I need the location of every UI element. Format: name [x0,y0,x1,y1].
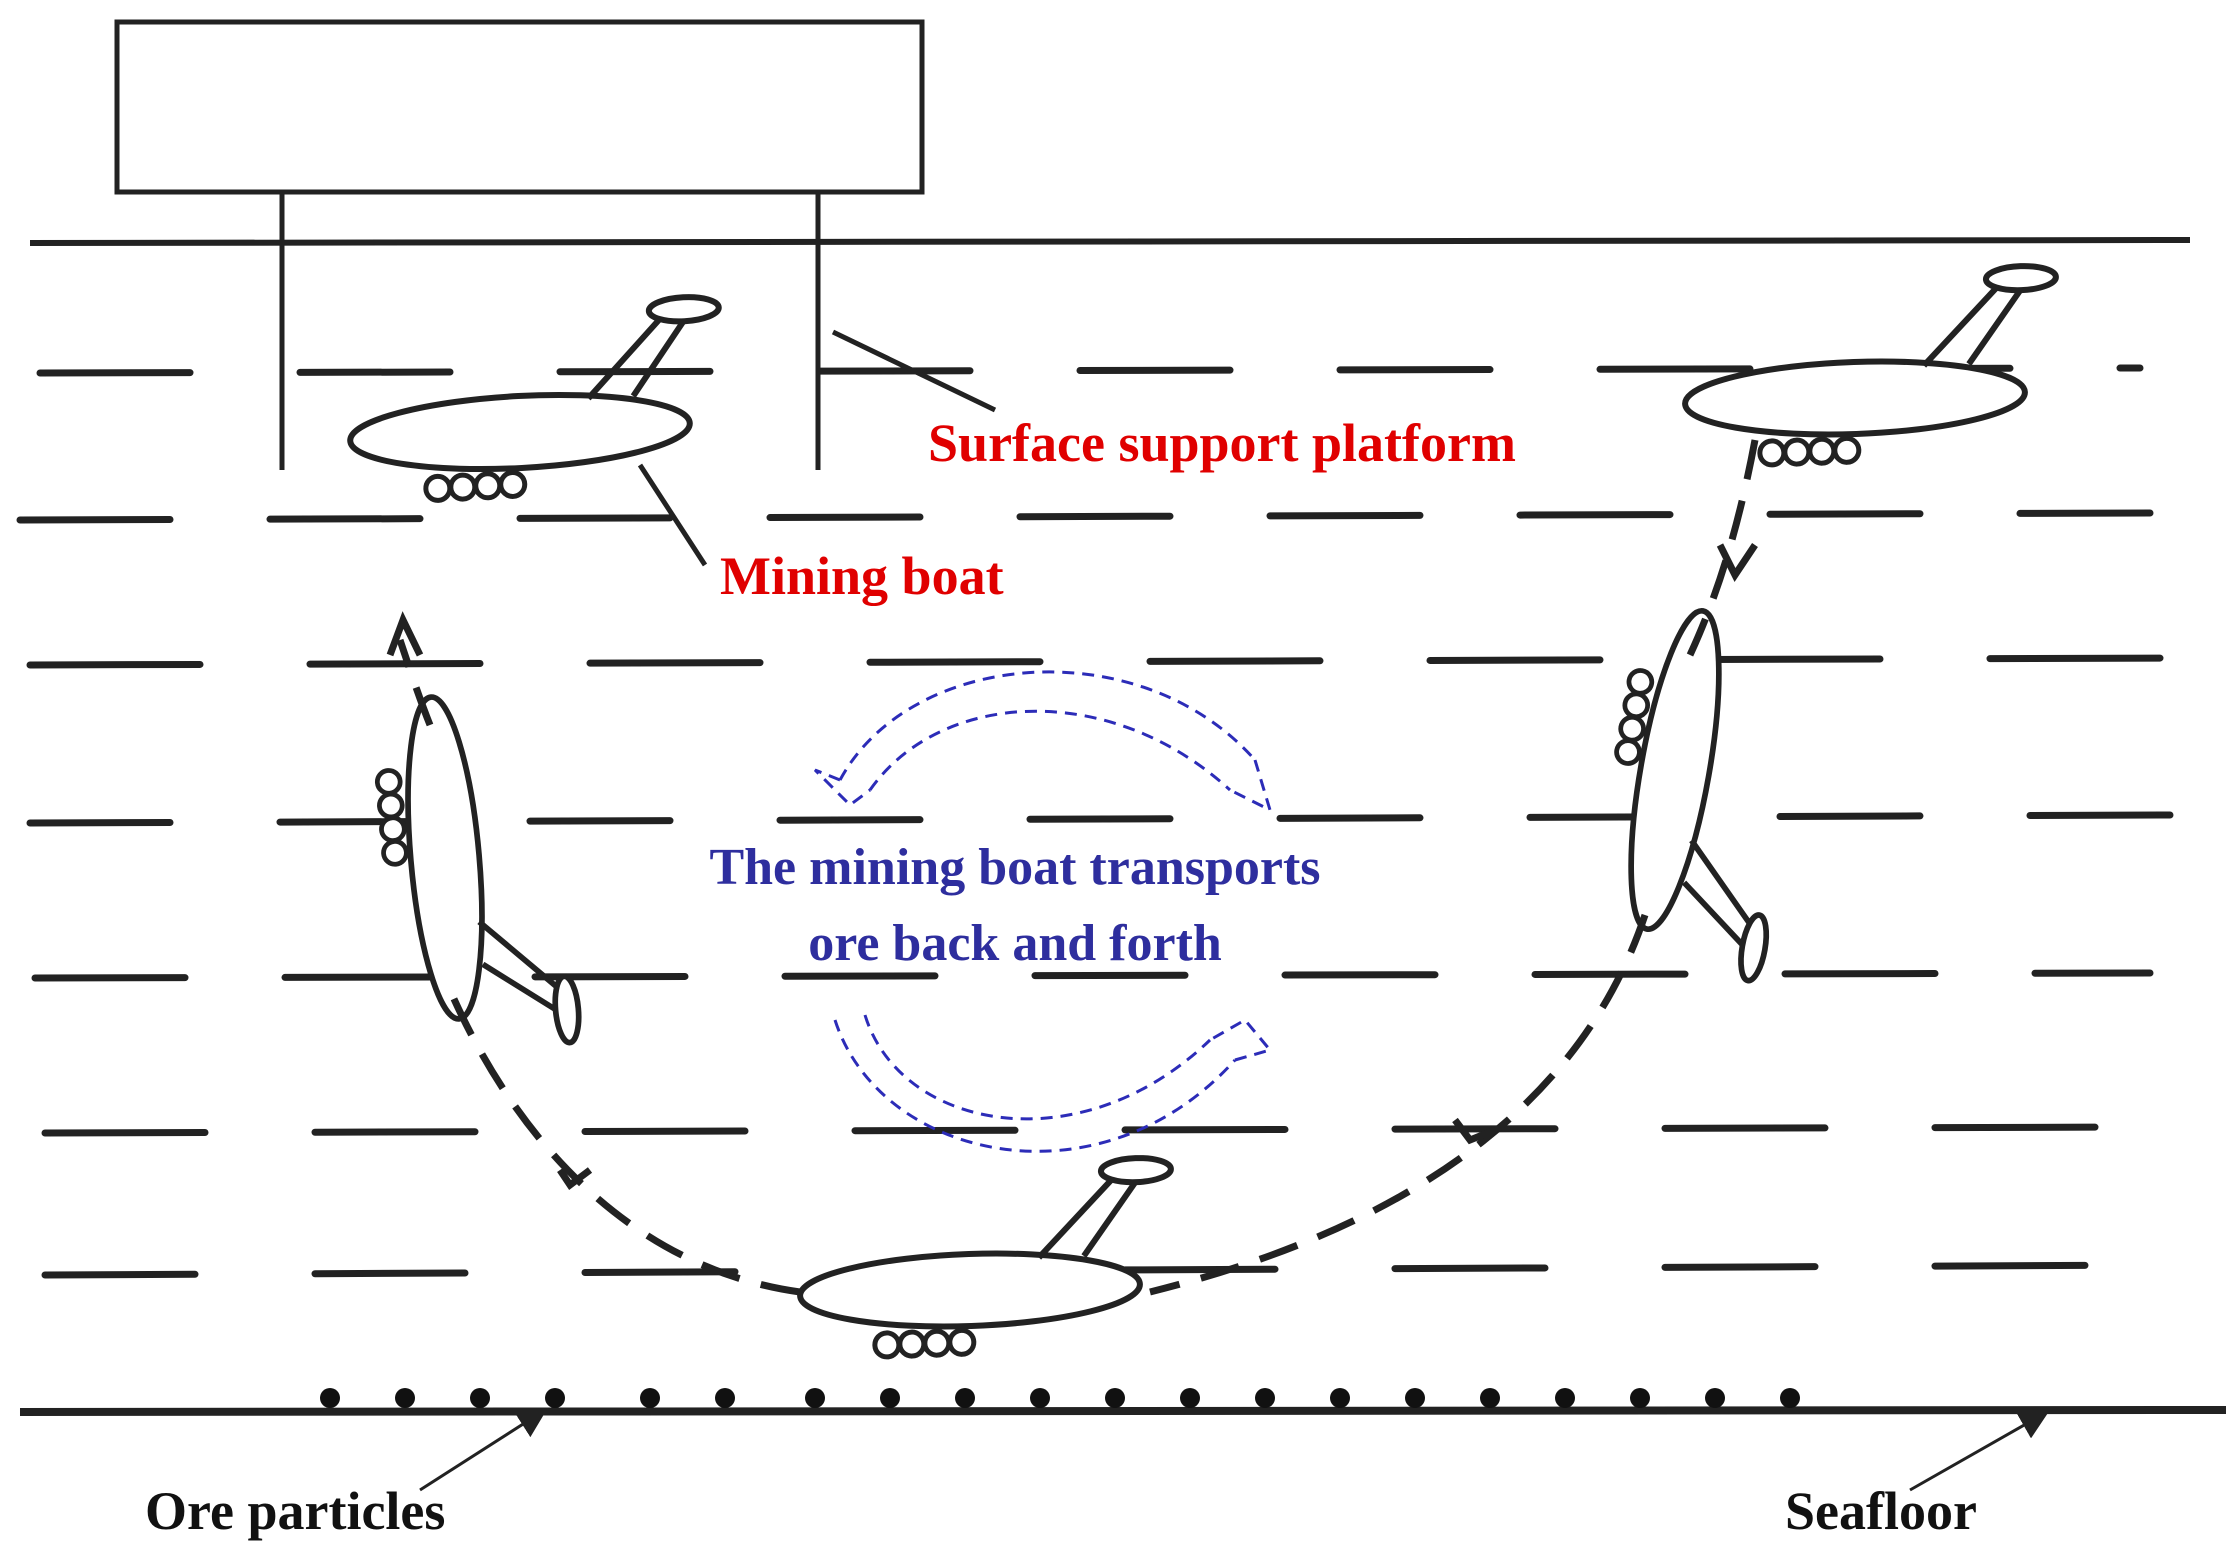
cycle-arrow-icon [813,670,1273,1153]
seafloor-line [19,1406,2227,1416]
ore-particle [320,1388,340,1408]
seafloor-leader-line [1909,1410,2050,1492]
boat-trajectory [396,439,1759,1296]
ore-particle [1180,1388,1200,1408]
ore-particle [1030,1388,1050,1408]
trajectory-arrows [386,543,1758,1191]
ore-particle [545,1388,565,1408]
ore-particle [1255,1388,1275,1408]
boat-leader-line [637,463,708,567]
mining-boat-icon [344,295,728,504]
mining-boat-icon [370,687,581,1058]
ore-particle [955,1388,975,1408]
water-layer-4 [26,811,2174,827]
mining-boat-icon [796,1157,1177,1360]
platform-box [114,19,925,195]
ore-particle [1555,1388,1575,1408]
ore-particle [470,1388,490,1408]
ore-particle [1630,1388,1650,1408]
transport-label-line2: ore back and forth [808,915,1222,972]
water-layer-1 [36,364,2144,377]
ore-particle [1705,1388,1725,1408]
ore-particle [640,1388,660,1408]
ore-particle [1330,1388,1350,1408]
ore-particle [1780,1388,1800,1408]
ore-particle [1405,1388,1425,1408]
transport-label-line1: The mining boat transports [709,839,1321,896]
water-layer-3 [26,654,2184,669]
ore-particle [1480,1388,1500,1408]
transport-label: The mining boat transports ore back and … [620,830,1410,982]
ore-particle [395,1388,415,1408]
platform-leader-line [831,329,997,413]
ore-leader-line [419,1408,548,1492]
ore-particle [1105,1388,1125,1408]
ore-particles-label: Ore particles [145,1481,446,1541]
water-layers [16,364,2184,1279]
water-layer-6 [41,1123,2154,1137]
ore-particle [880,1388,900,1408]
sea-surface-line [29,237,2191,246]
mining-boat-label: Mining boat [720,546,1004,606]
ore-particles [320,1388,1800,1408]
surface-platform-label: Surface support platform [928,413,1516,473]
water-layer-7 [41,1261,2174,1279]
ore-particle [805,1388,825,1408]
water-layer-2 [16,509,2154,524]
ore-particle [715,1388,735,1408]
seafloor-label: Seafloor [1785,1481,1977,1541]
water-layer-5 [31,969,2154,982]
